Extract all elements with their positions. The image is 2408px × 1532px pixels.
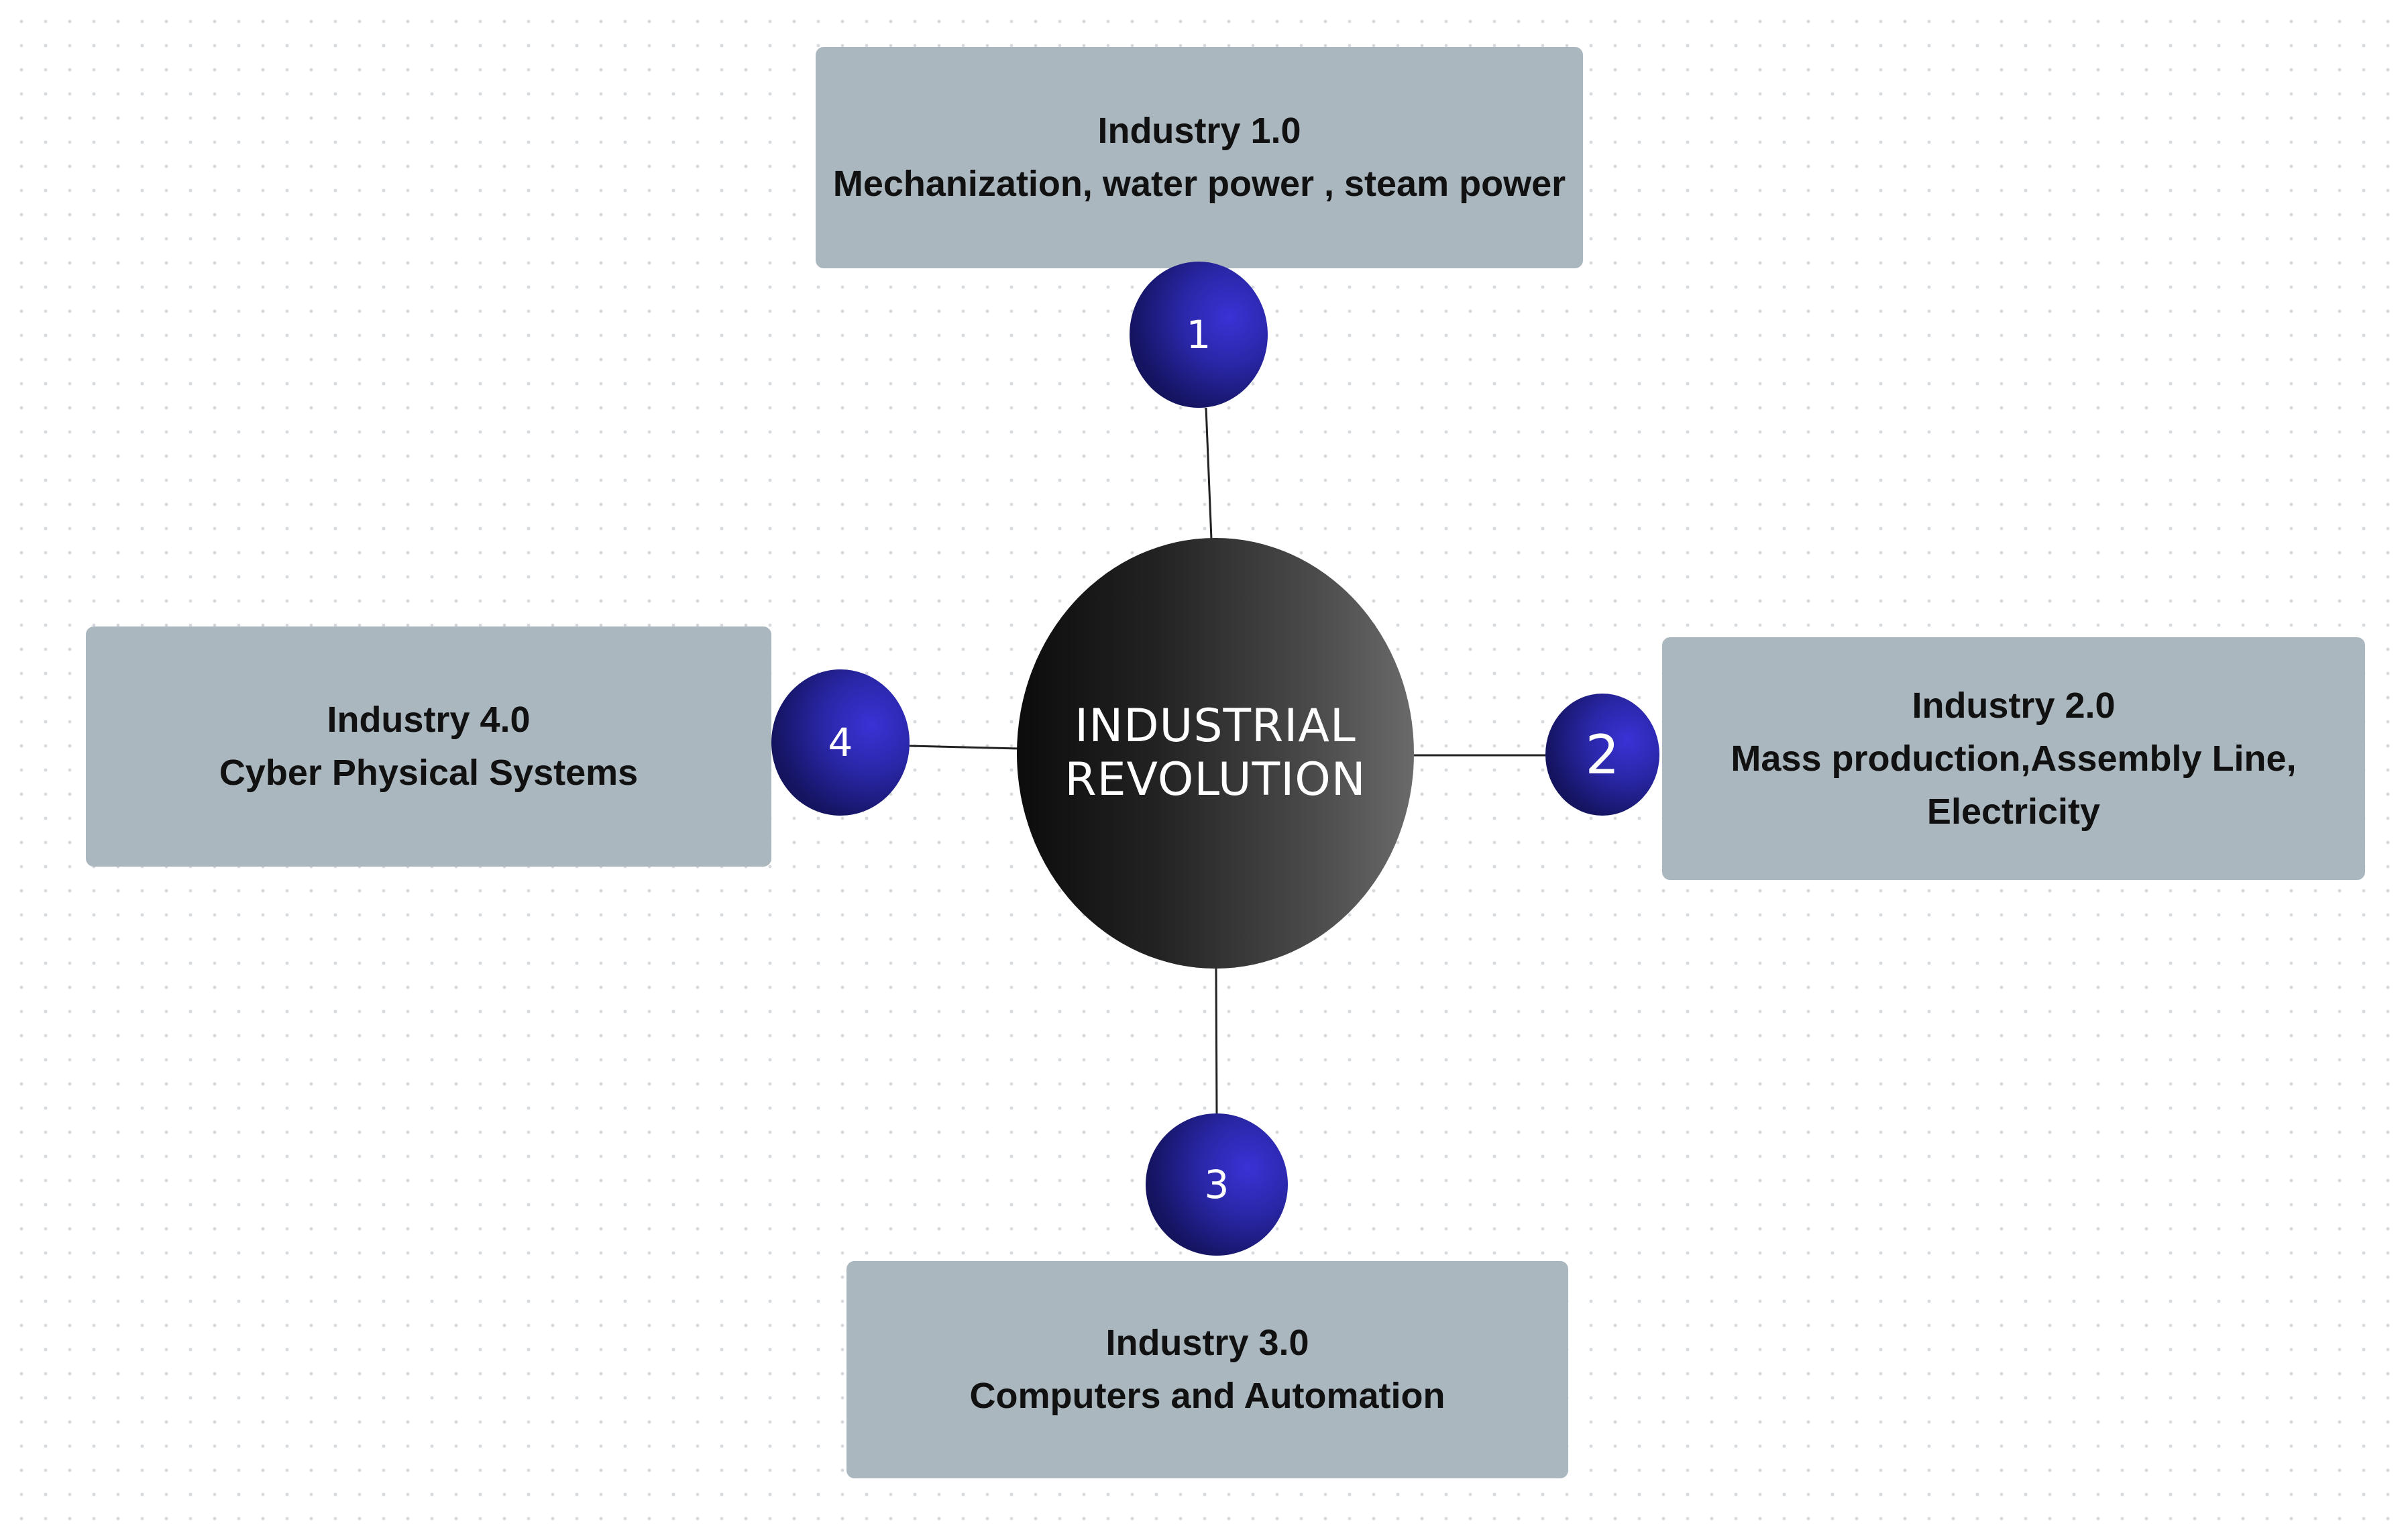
stage-description: Mass production,Assembly Line, Electrici…: [1731, 738, 2297, 832]
stage-box-industry-1: Industry 1.0 Mechanization, water power …: [816, 47, 1583, 268]
hub-label-line-1: INDUSTRIAL: [1075, 700, 1356, 753]
stage-box-industry-3: Industry 3.0 Computers and Automation: [846, 1261, 1568, 1478]
stage-box-industry-2: Industry 2.0 Mass production,Assembly Li…: [1662, 637, 2365, 880]
stage-description: Cyber Physical Systems: [219, 753, 639, 793]
connector-hub-to-4: [909, 745, 1019, 750]
connector-hub-to-3: [1215, 968, 1218, 1115]
stage-number-badge-1: 1: [1130, 262, 1268, 408]
stage-box-industry-4: Industry 4.0 Cyber Physical Systems: [86, 626, 771, 867]
hub-label-line-2: REVOLUTION: [1064, 753, 1366, 806]
stage-title: Industry 2.0: [1912, 685, 2116, 726]
stage-title: Industry 3.0: [1105, 1323, 1309, 1363]
stage-description: Mechanization, water power , steam power: [832, 164, 1566, 204]
stage-title: Industry 1.0: [1097, 111, 1301, 151]
stage-number-badge-2: 2: [1545, 694, 1659, 816]
stage-number-badge-4: 4: [771, 669, 910, 816]
hub-circle: INDUSTRIAL REVOLUTION: [1017, 538, 1414, 969]
stage-number-badge-3: 3: [1146, 1113, 1288, 1256]
connector-hub-to-1: [1205, 407, 1213, 540]
stage-title: Industry 4.0: [327, 700, 531, 740]
stage-description: Computers and Automation: [969, 1376, 1445, 1416]
